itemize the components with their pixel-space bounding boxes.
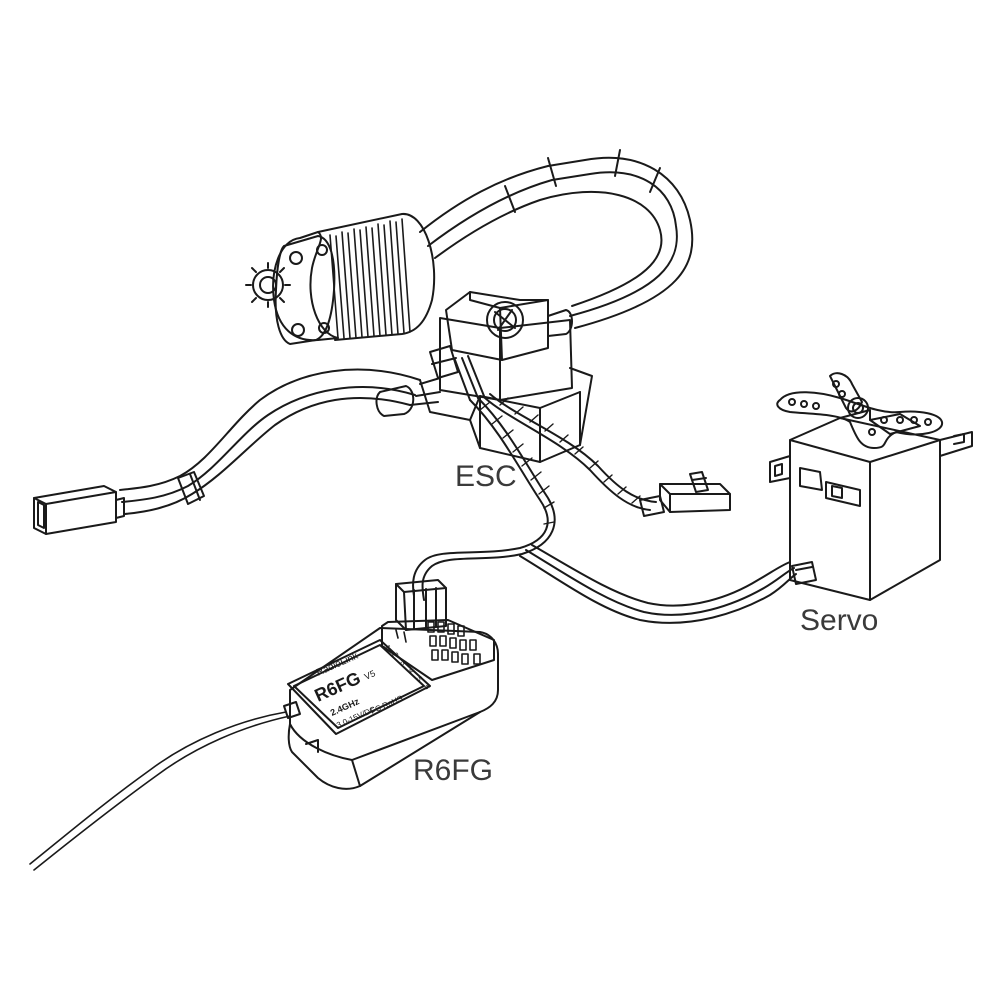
- receiver-sticker-text: RadioLink R6FG V5 2.4GHz 3.0-15V/DC FC R…: [311, 643, 432, 730]
- channel-number: 5: [414, 675, 424, 683]
- battery-connector: [33, 485, 125, 535]
- esc: [409, 291, 593, 463]
- esc-label: ESC: [455, 460, 517, 493]
- receiver: [283, 579, 499, 790]
- channel-number: 2: [390, 651, 400, 659]
- servo: [769, 372, 973, 601]
- receiver-label: R6FG: [413, 754, 494, 787]
- switch-lead: [484, 393, 665, 517]
- motor-wires: [419, 149, 694, 329]
- channel-number: 1: [382, 643, 392, 651]
- esc-signal-lead: [412, 397, 556, 601]
- receiver-version: V5: [363, 668, 377, 682]
- channel-number: 6: [422, 683, 432, 691]
- battery-lead: [119, 368, 421, 515]
- channel-number: 4: [406, 667, 416, 675]
- receiver-compliance: FC RoHS: [369, 694, 404, 716]
- power-switch: [659, 471, 731, 513]
- channel-number: 3: [398, 659, 408, 667]
- servo-lead: [519, 544, 797, 624]
- antenna-wire: [29, 711, 291, 871]
- servo-label: Servo: [800, 604, 879, 637]
- brushless-motor: [245, 212, 436, 345]
